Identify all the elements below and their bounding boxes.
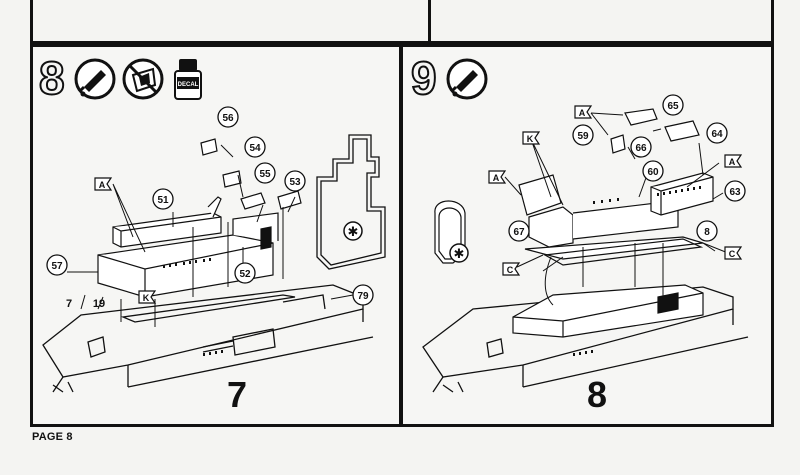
callout-65: 65 [662, 94, 684, 116]
callout-52: 52 [234, 262, 256, 284]
svg-text:A: A [99, 180, 106, 190]
leader-lines [67, 144, 354, 327]
svg-text:60: 60 [647, 167, 659, 178]
flag-C: C [502, 262, 521, 276]
svg-text:52: 52 [239, 269, 251, 280]
step-9-number: 9 [411, 52, 437, 104]
svg-text:✱: ✱ [348, 225, 359, 240]
callout-66: 66 [630, 136, 652, 158]
top-divider [428, 0, 431, 44]
superstructure-drawing [434, 108, 714, 338]
svg-text:65: 65 [667, 101, 679, 112]
svg-text:67: 67 [513, 227, 525, 238]
svg-text:59: 59 [577, 131, 589, 142]
step-8-number: 8 [39, 52, 65, 104]
callout-54: 54 [244, 136, 266, 158]
callout-55: 55 [254, 162, 276, 184]
svg-text:51: 51 [157, 195, 169, 206]
callout-63: 63 [724, 180, 746, 202]
remove-decal-icon [122, 58, 164, 100]
svg-text:55: 55 [259, 169, 271, 180]
flag-A: A [724, 154, 743, 168]
svg-text:C: C [729, 249, 736, 259]
callout-60: 60 [642, 160, 664, 182]
window-dots [573, 186, 701, 356]
top-strip [30, 0, 774, 44]
callout-79: 79 [352, 284, 374, 306]
svg-text:79: 79 [357, 291, 369, 302]
sub-assembly-7-label: 7 [227, 374, 247, 415]
svg-text:63: 63 [729, 187, 741, 198]
asterisk-symbol: ✱ [343, 221, 363, 241]
part-7-label: 7 [66, 298, 72, 310]
deck-template-outline [316, 134, 386, 270]
svg-text:A: A [729, 157, 736, 167]
callout-8: 8 [696, 220, 718, 242]
hull-deck-drawing [42, 284, 374, 393]
svg-text:A: A [579, 108, 586, 118]
svg-text:56: 56 [222, 113, 234, 124]
callout-59: 59 [572, 124, 594, 146]
svg-text:✱: ✱ [454, 247, 465, 262]
step-8-panel: 8 DECAL [30, 44, 402, 427]
callout-56: 56 [217, 106, 239, 128]
page-label: PAGE 8 [32, 431, 73, 443]
flag-C: C [724, 246, 743, 260]
svg-text:K: K [527, 134, 534, 144]
svg-text:66: 66 [635, 143, 647, 154]
svg-text:53: 53 [289, 177, 301, 188]
superstructure-drawing [97, 138, 302, 298]
decal-bottle-text: DECAL [178, 82, 199, 88]
window-dots [163, 258, 223, 356]
glue-tube-icon [446, 58, 488, 100]
callout-53: 53 [284, 170, 306, 192]
asterisk-symbol: ✱ [449, 243, 469, 263]
callout-67: 67 [508, 220, 530, 242]
sub-assembly-8-label: 8 [587, 374, 607, 415]
part-19-label: 19 [93, 298, 105, 310]
leader-lines [504, 112, 734, 306]
flag-K: K [522, 131, 541, 145]
svg-text:K: K [143, 293, 150, 303]
flag-A: A [574, 105, 593, 119]
svg-text:64: 64 [711, 129, 723, 140]
callout-51: 51 [152, 188, 174, 210]
svg-text:8: 8 [704, 227, 710, 238]
callout-64: 64 [706, 122, 728, 144]
flag-A: A [488, 170, 507, 184]
step-9-drawing: 9 [410, 51, 749, 415]
svg-text:C: C [507, 265, 514, 275]
svg-text:54: 54 [249, 143, 261, 154]
decal-bottle-icon: DECAL [174, 59, 202, 100]
step-8-drawing: 8 DECAL [38, 51, 386, 415]
flag-A: A [94, 177, 113, 191]
step-9-panel: 9 [400, 44, 774, 427]
svg-text:57: 57 [51, 261, 63, 272]
svg-text:A: A [493, 173, 500, 183]
callout-57: 57 [46, 254, 68, 276]
glue-tube-icon [74, 58, 116, 100]
flag-K: K [138, 290, 157, 304]
